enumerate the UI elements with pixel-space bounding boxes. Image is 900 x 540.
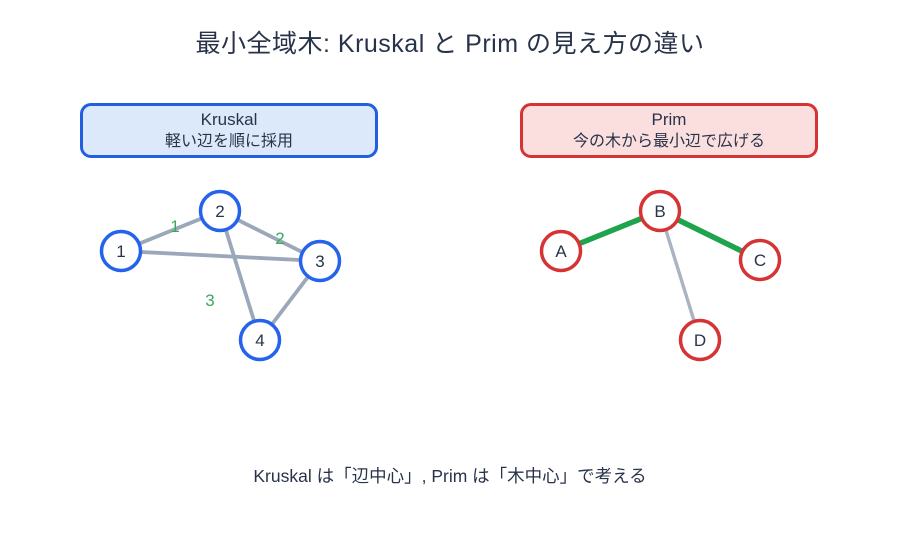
prim-node-C-label: C [754,251,766,270]
prim-node-B-label: B [654,202,665,221]
kruskal-edge-2-4 [218,209,262,342]
kruskal-node-4: 4 [238,318,282,362]
kruskal-node-2-circle [198,189,242,233]
prim-node-D-circle [678,318,722,362]
prim-node-B-circle [638,189,682,233]
prim-node-D: D [678,318,722,362]
kruskal-edge-weight-1-2: 1 [170,217,179,236]
figure-caption: Kruskal は「辺中心」, Prim は「木中心」で考える [253,466,647,486]
prim-header-box: Prim 今の木から最小辺で広げる [520,103,818,158]
kruskal-node-1-circle [99,229,143,273]
kruskal-node-2-label: 2 [215,202,224,221]
kruskal-node-1: 1 [99,229,143,273]
kruskal-node-3-label: 3 [315,252,324,271]
prim-node-B: B [638,189,682,233]
prim-node-A: A [539,229,583,273]
kruskal-node-3-circle [298,239,342,283]
prim-edge-B-D [658,209,702,342]
kruskal-header-box: Kruskal 軽い辺を順に採用 [80,103,378,158]
kruskal-node-4-label: 4 [255,331,264,350]
prim-node-A-label: A [555,242,567,261]
kruskal-edge-weight-2-3: 2 [275,229,284,248]
prim-heading: Prim [651,109,687,129]
prim-node-D-label: D [694,331,706,350]
prim-node-A-circle [539,229,583,273]
prim-subheading: 今の木から最小辺で広げる [572,132,765,150]
kruskal-subheading: 軽い辺を順に採用 [164,132,293,150]
kruskal-heading: Kruskal [200,109,258,129]
prim-node-C-circle [738,238,782,282]
prim-node-C: C [738,238,782,282]
kruskal-node-2: 2 [198,189,242,233]
figure-title: 最小全域木: Kruskal と Prim の見え方の違い [195,30,705,58]
kruskal-node-4-circle [238,318,282,362]
kruskal-node-3: 3 [298,239,342,283]
kruskal-node-1-label: 1 [116,242,125,261]
kruskal-edge-weight-2-4: 3 [205,291,214,310]
kruskal-edge-1-3 [119,249,322,263]
